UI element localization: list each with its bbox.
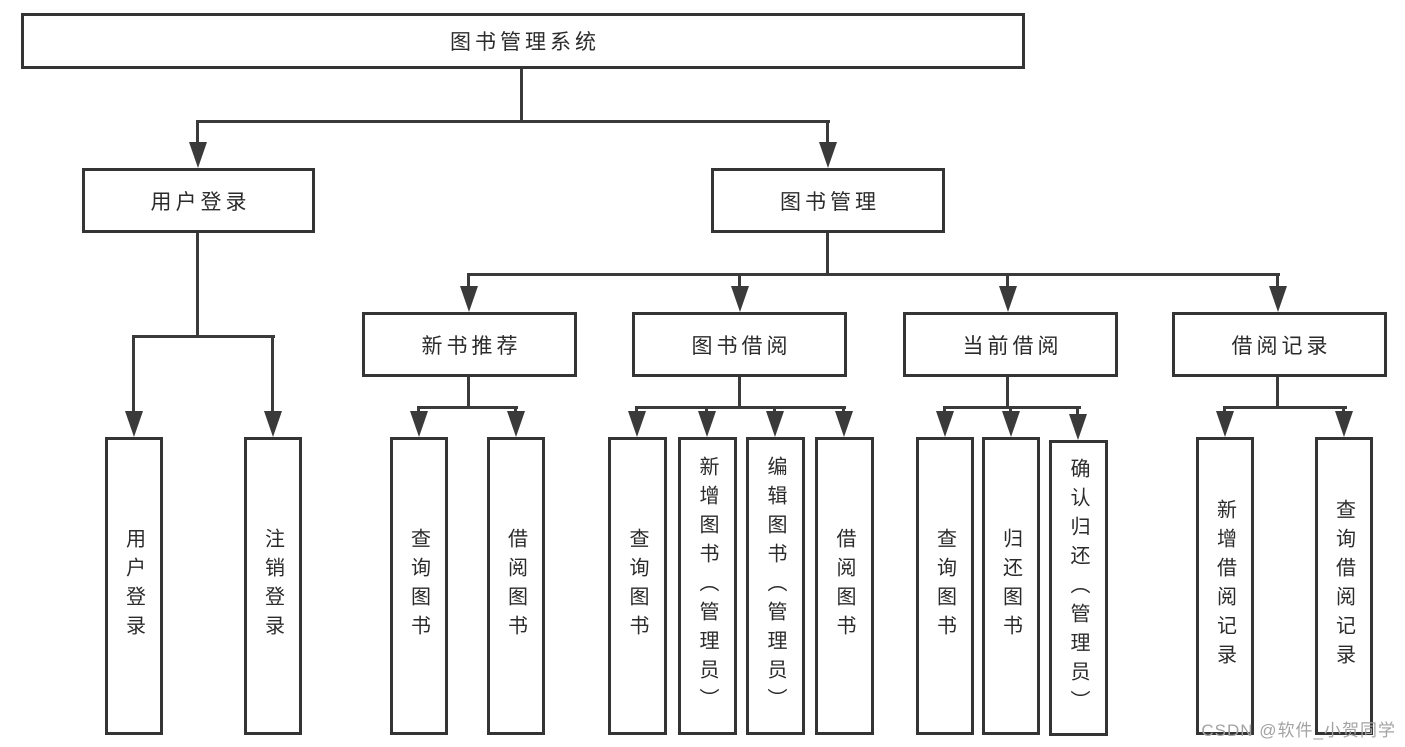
leaf-nbr-borrow-book: 借阅图书: [487, 437, 545, 735]
leaf-cb-return-book: 归还图书: [982, 437, 1040, 735]
connector-user-login-rail: [132, 335, 275, 338]
connector-stub: [1276, 377, 1279, 408]
connector-book-mgmt-stem: [826, 233, 829, 275]
connector-root-stem: [520, 69, 523, 121]
arrowhead-icon: [264, 411, 282, 437]
connector-drop: [738, 273, 741, 291]
node-new-book-recommend: 新书推荐: [362, 312, 577, 377]
leaf-bb-edit-book-admin: 编辑图书（管理员）: [746, 437, 805, 735]
arrowhead-icon: [628, 411, 646, 437]
arrowhead-icon: [125, 411, 143, 437]
arrowhead-icon: [1069, 414, 1087, 440]
leaf-bb-add-book-admin: 新增图书（管理员）: [678, 437, 737, 735]
arrowhead-icon: [1216, 411, 1234, 437]
connector-drop: [842, 406, 845, 414]
leaf-br-add-record: 新增借阅记录: [1196, 437, 1254, 735]
arrowhead-icon: [698, 411, 716, 437]
connector-rail: [1223, 406, 1347, 409]
connector-book-mgmt-drop: [826, 120, 829, 146]
connector-drop: [1276, 273, 1279, 291]
arrowhead-icon: [507, 411, 525, 437]
node-current-borrow: 当前借阅: [903, 312, 1118, 377]
node-book-borrow: 图书借阅: [632, 312, 847, 377]
arrowhead-icon: [460, 286, 478, 312]
connector-level2-rail: [197, 120, 830, 123]
connector-rail: [943, 406, 1081, 409]
connector-drop: [1009, 406, 1012, 414]
leaf-cb-query-book: 查询图书: [916, 437, 974, 735]
arrowhead-icon: [1002, 411, 1020, 437]
arrowhead-icon: [1269, 286, 1287, 312]
connector-stub: [467, 377, 470, 408]
leaf-bb-borrow-book: 借阅图书: [815, 437, 874, 735]
connector-drop: [132, 335, 135, 413]
leaf-logout: 注销登录: [244, 437, 302, 735]
connector-drop: [514, 406, 517, 414]
arrowhead-icon: [731, 286, 749, 312]
connector-drop: [773, 406, 776, 414]
arrowhead-icon: [936, 411, 954, 437]
connector-drop: [271, 335, 274, 413]
leaf-br-query-record: 查询借阅记录: [1315, 437, 1373, 735]
connector-drop: [1342, 406, 1345, 414]
connector-level3-rail: [467, 273, 1280, 276]
connector-drop: [1006, 273, 1009, 291]
watermark: CSDN @软件_小贺同学: [1201, 721, 1396, 740]
connector-drop: [1223, 406, 1226, 414]
connector-rail: [417, 406, 518, 409]
connector-user-login-drop: [196, 120, 199, 146]
connector-drop: [705, 406, 708, 414]
arrowhead-icon: [835, 411, 853, 437]
leaf-bb-query-book: 查询图书: [608, 437, 667, 735]
arrowhead-icon: [819, 142, 837, 168]
connector-rail: [635, 406, 846, 409]
node-user-login-branch: 用户登录: [82, 168, 315, 233]
connector-drop: [417, 406, 420, 414]
connector-drop: [1076, 406, 1079, 414]
node-borrow-record: 借阅记录: [1172, 312, 1387, 377]
leaf-cb-confirm-return-admin: 确认归还（管理员）: [1049, 440, 1108, 736]
node-book-management-branch: 图书管理: [711, 168, 945, 233]
connector-stub: [738, 377, 741, 408]
arrowhead-icon: [766, 411, 784, 437]
leaf-nbr-query-book: 查询图书: [390, 437, 448, 735]
leaf-user-login: 用户登录: [105, 437, 163, 735]
node-root: 图书管理系统: [21, 13, 1025, 69]
connector-drop: [635, 406, 638, 414]
connector-stub: [1006, 377, 1009, 408]
connector-drop: [467, 273, 470, 291]
connector-user-login-stem: [196, 233, 199, 336]
arrowhead-icon: [189, 142, 207, 168]
arrowhead-icon: [1335, 411, 1353, 437]
arrowhead-icon: [410, 411, 428, 437]
arrowhead-icon: [999, 286, 1017, 312]
connector-drop: [943, 406, 946, 414]
